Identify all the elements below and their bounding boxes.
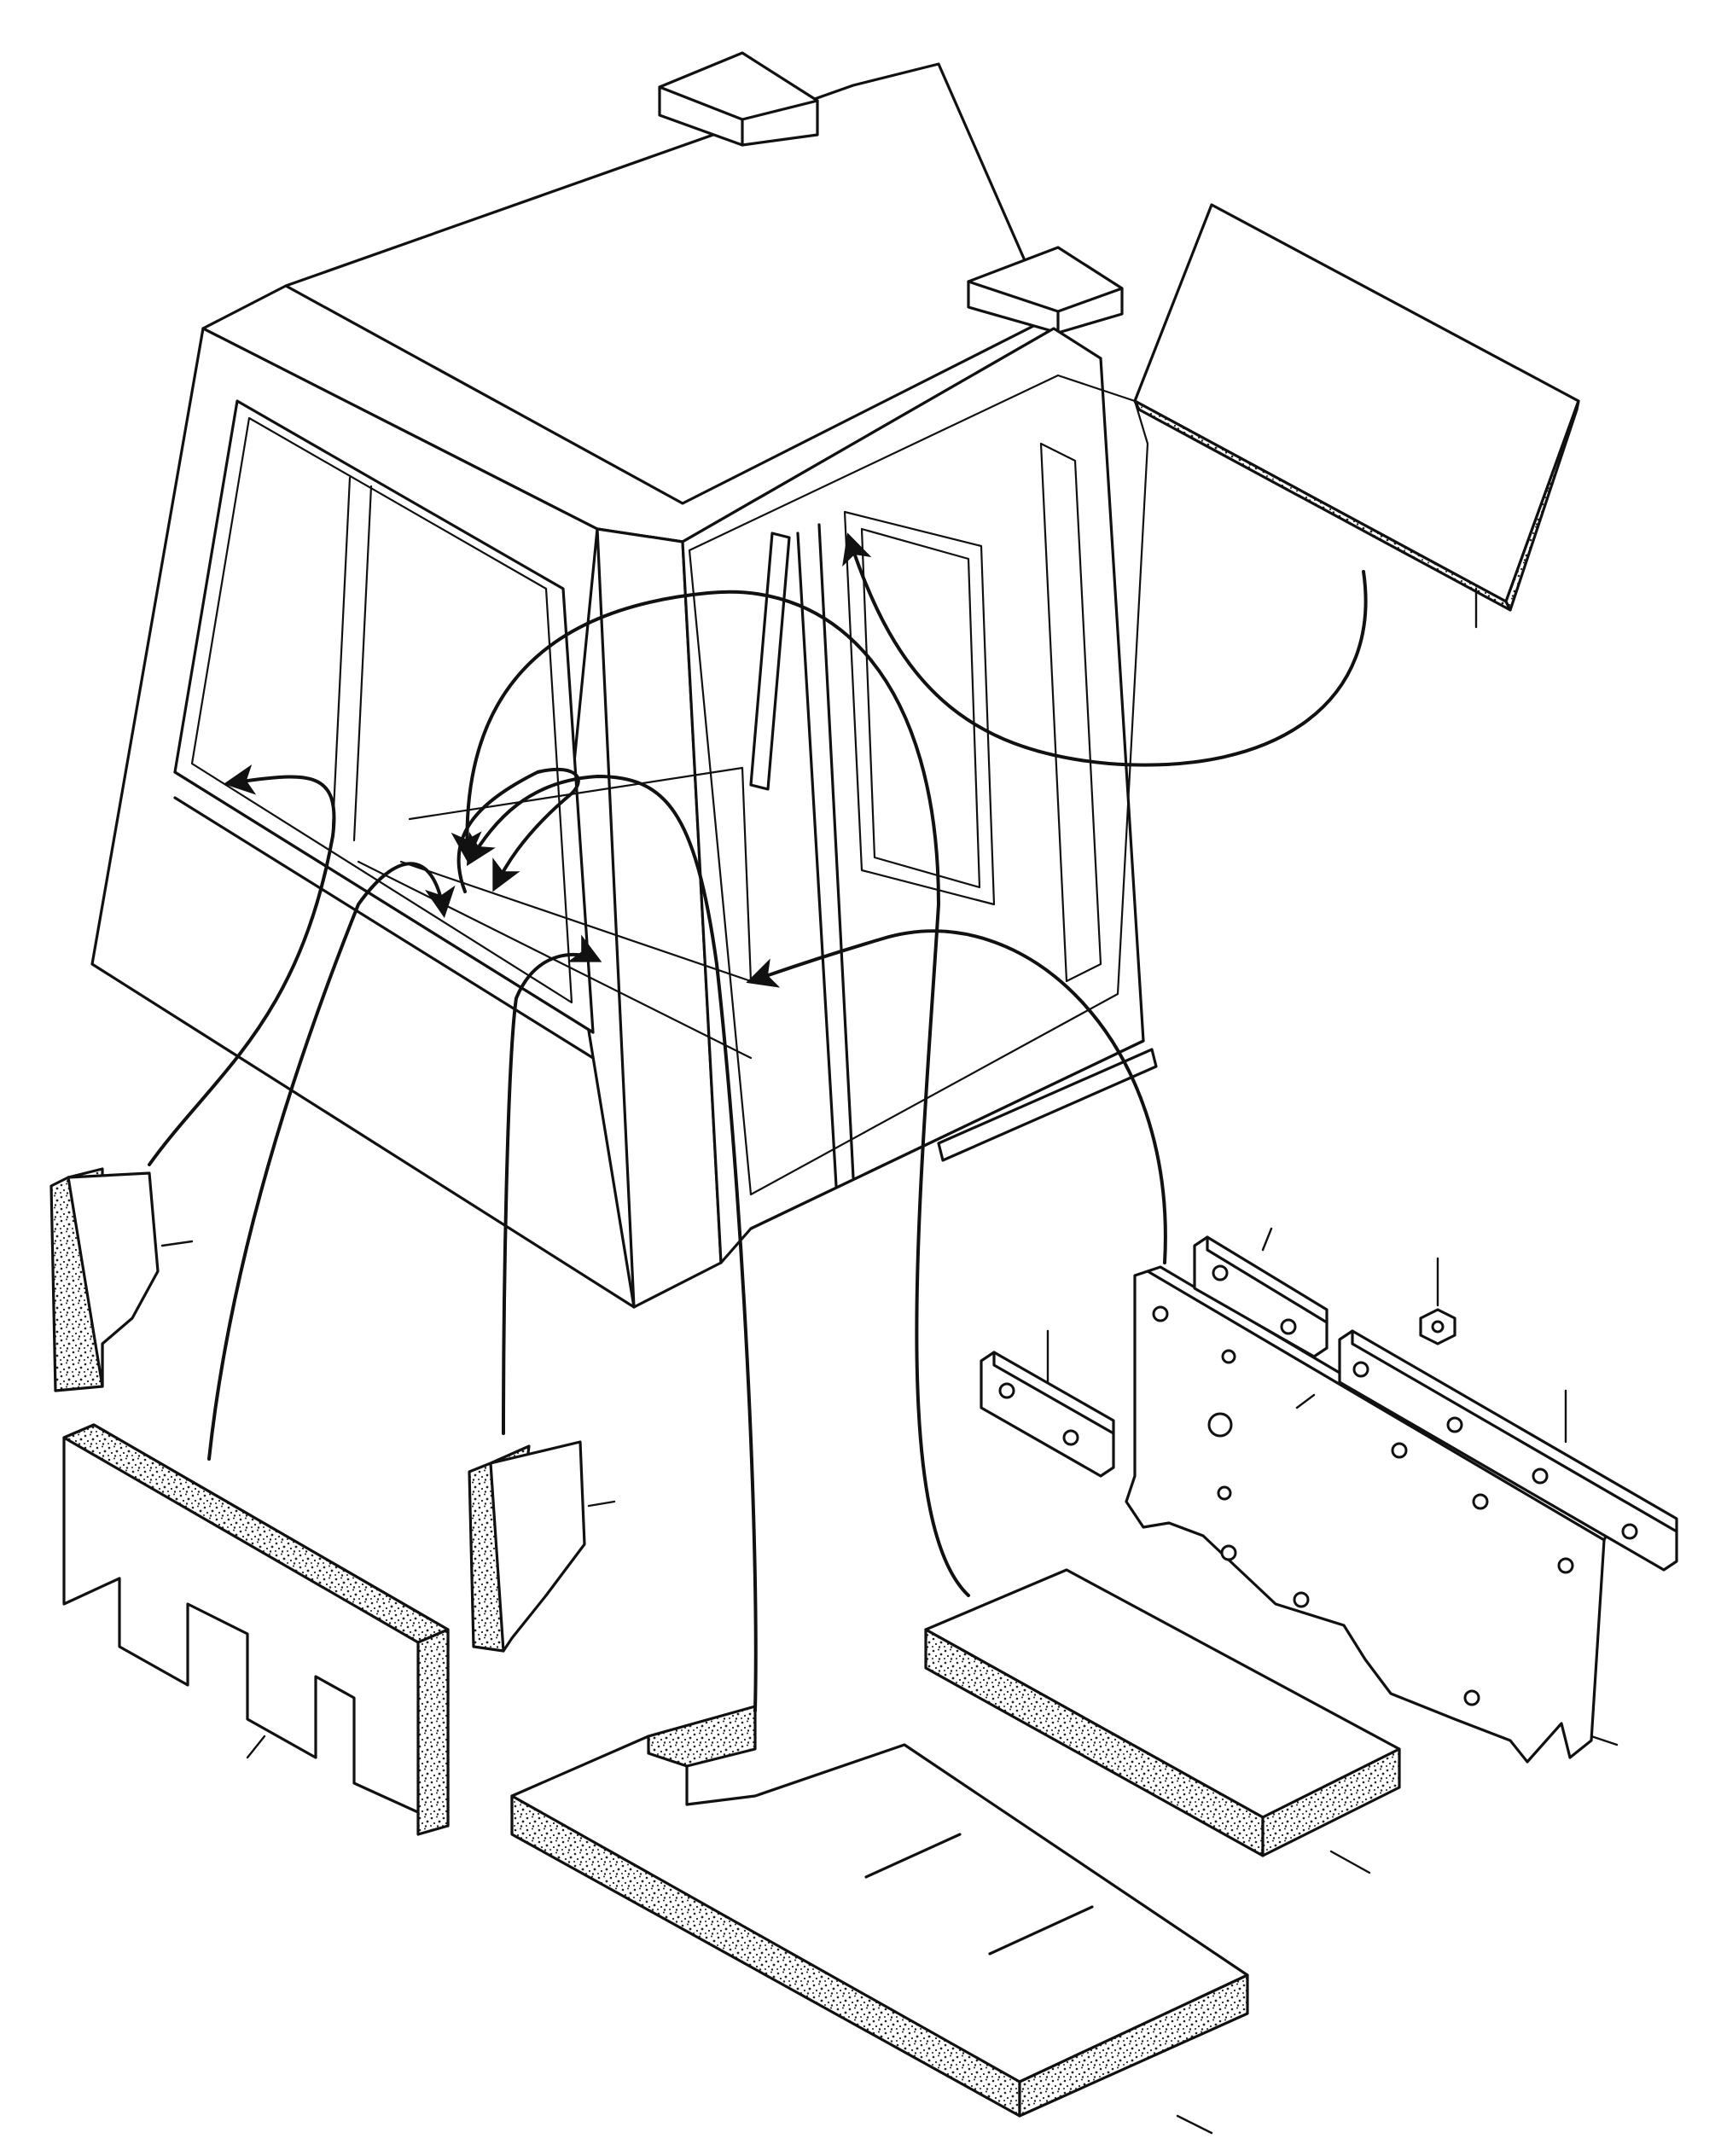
assembly-flow-arrows xyxy=(148,532,1368,1712)
arrow-left-pad-window xyxy=(148,764,336,1166)
panel-hole xyxy=(1472,1493,1489,1510)
cab-body xyxy=(90,51,1158,1309)
panel-hole xyxy=(1463,1689,1480,1706)
rear-foam-block xyxy=(924,1568,1401,1874)
mounting-strip-left xyxy=(980,1329,1115,1478)
roof-vent-rear xyxy=(658,51,819,147)
roof-vent-front xyxy=(967,246,1124,334)
panel-hole xyxy=(1217,1485,1232,1501)
roof-liner-panel xyxy=(1133,203,1580,629)
corner-pad-left xyxy=(49,1167,194,1392)
front-foam-pad xyxy=(62,1423,450,1836)
panel-hole xyxy=(1220,1544,1237,1561)
arrow-roof-liner xyxy=(842,532,1368,767)
panel-hole xyxy=(1207,1412,1233,1438)
panel-hole xyxy=(1152,1305,1169,1322)
arrow-rear-block xyxy=(451,590,970,1597)
cab-windshield xyxy=(688,374,1149,1196)
hex-nut xyxy=(1419,1257,1456,1345)
panel-hole xyxy=(1293,1591,1310,1608)
mounting-strip-long xyxy=(1338,1329,1678,1572)
panel-hole xyxy=(1391,1442,1408,1459)
arrow-front-pad xyxy=(207,862,456,1461)
arrow-center-pad xyxy=(502,934,602,1435)
arrow-floor-mat xyxy=(466,774,758,1712)
mounting-strip-top xyxy=(1193,1227,1329,1358)
corner-pad-center xyxy=(468,1440,616,1653)
arrow-rear-panel xyxy=(746,929,1167,1264)
floor-mat xyxy=(510,1705,1249,2135)
panel-hole xyxy=(1557,1557,1574,1574)
panel-hole xyxy=(1221,1349,1236,1364)
